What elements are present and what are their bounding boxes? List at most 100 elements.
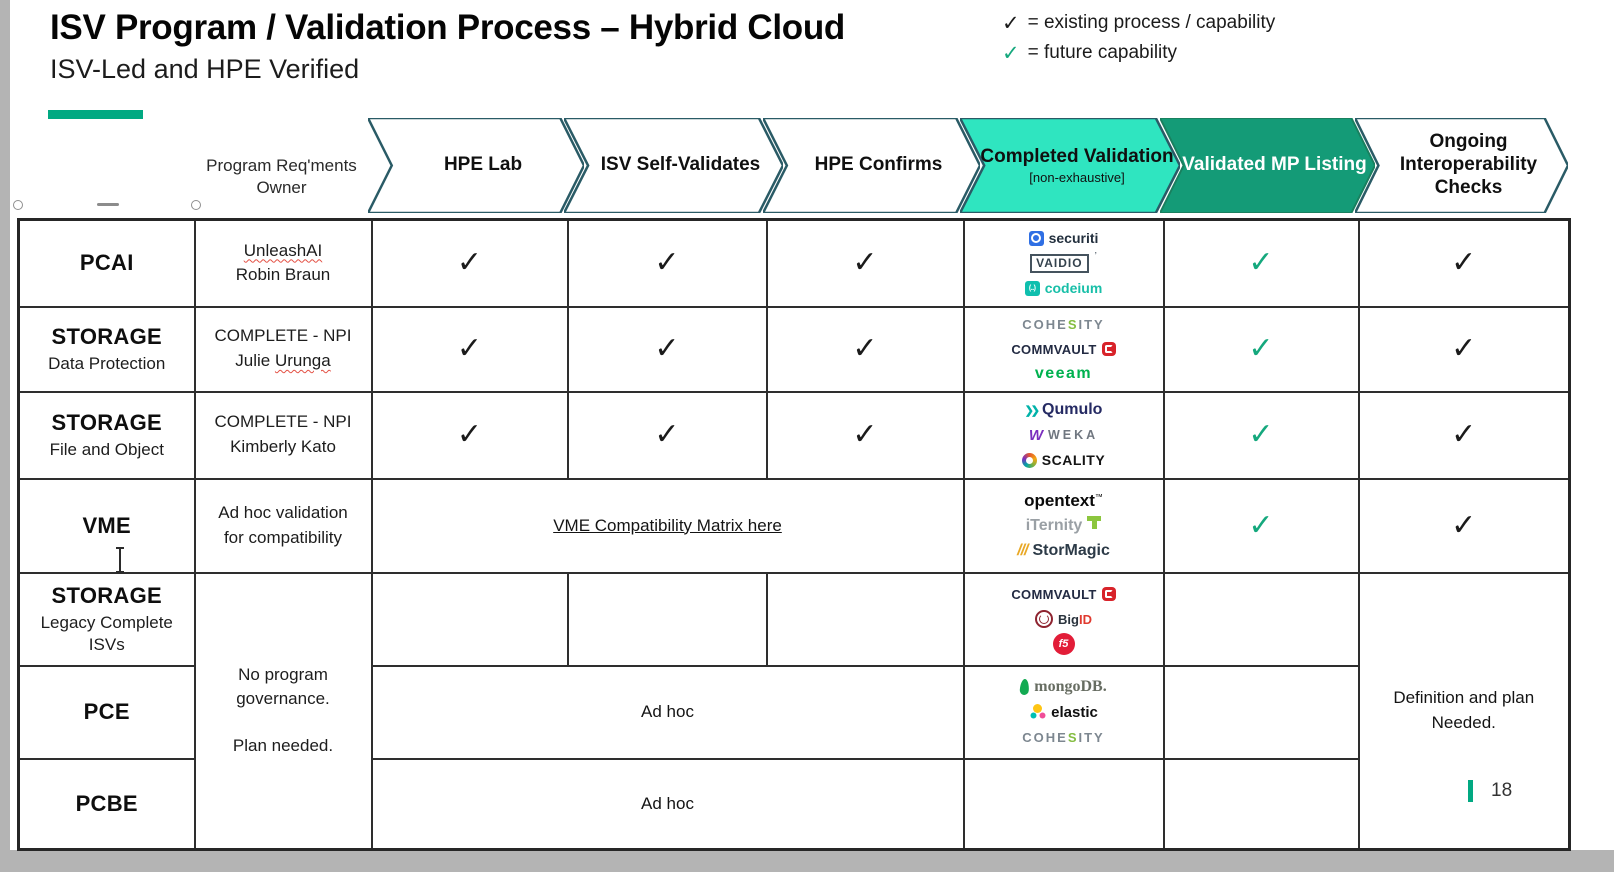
text-cursor-icon [112, 545, 128, 580]
black-check-icon: ✓ [1002, 10, 1020, 35]
owner-cell: Ad hoc validation for compatibility [193, 477, 373, 574]
validated-mp-cell: ✓ [1162, 305, 1360, 393]
hpe-confirms-cell: ✓ [765, 218, 965, 308]
veeam-logo: veeam [1034, 365, 1093, 382]
page-title: ISV Program / Validation Process – Hybri… [50, 8, 846, 47]
iternity-icon [1087, 516, 1102, 529]
cohesity-logo: COHESITY [1022, 316, 1105, 332]
completed-validation-cell: COMMVAULT BigID f5 [962, 571, 1165, 667]
chevron-shape-icon [564, 118, 783, 213]
selection-handle [13, 200, 23, 210]
completed-validation-cell: COHESITY COMMVAULT veeam [962, 305, 1165, 393]
bigid-logo: BigID [967, 607, 1161, 632]
category-label: PCE [83, 699, 130, 724]
ongoing-cell: ✓ [1357, 218, 1571, 308]
vme-compatibility-link[interactable]: VME Compatibility Matrix here [553, 515, 782, 535]
selection-handle [191, 200, 201, 210]
adhoc-cell: Ad hoc [370, 664, 965, 760]
check-icon: ✓ [852, 245, 878, 281]
securiti-icon [1028, 230, 1044, 246]
chevron-shape-icon [763, 118, 980, 213]
check-icon: ✓ [1451, 417, 1477, 452]
owner-line: No program governance. [236, 664, 330, 709]
chevron-isv-self-validates: ISV Self-Validates [564, 118, 783, 213]
table-row-storage-file-object: STORAGE File and Object COMPLETE - NPI K… [17, 390, 1571, 480]
category-label: STORAGE [51, 323, 162, 349]
category-cell: STORAGE File and Object [17, 390, 196, 480]
hpe-lab-cell: ✓ [370, 305, 569, 393]
selection-dash [97, 203, 119, 206]
chevron-hpe-lab: HPE Lab [368, 118, 584, 213]
chevron-hpe-confirms: HPE Confirms [763, 118, 980, 213]
legend-existing: ✓ = existing process / capability [1002, 8, 1275, 38]
iternity-logo: iTernity [967, 513, 1161, 538]
check-icon: ✓ [654, 417, 680, 452]
hpe-lab-cell: ✓ [370, 390, 569, 480]
hpe-lab-cell: ✓ [370, 218, 569, 308]
category-cell: VME [17, 477, 196, 574]
table-row-storage-data-protection: STORAGE Data Protection COMPLETE - NPI J… [17, 305, 1571, 393]
hpe-confirms-cell: ✓ [765, 305, 965, 393]
ongoing-cell: ✓ [1357, 390, 1571, 480]
table-row-storage-legacy: STORAGE Legacy Complete ISVs No program … [17, 571, 1571, 851]
validated-mp-cell: ✓ [1162, 390, 1360, 480]
chevron-label: HPE Confirms [814, 154, 943, 176]
page-number-value: 18 [1491, 780, 1513, 801]
codeium-logo: codeium [967, 276, 1161, 301]
ongoing-merged-cell: Definition and plan Needed. [1357, 571, 1571, 851]
adhoc-label: Ad hoc [641, 702, 694, 721]
securiti-logo: securiti [967, 226, 1161, 251]
adhoc-label: Ad hoc [641, 793, 694, 813]
validated-mp-cell-empty [1162, 571, 1360, 667]
owner-column-header: Program Req'ments Owner [206, 156, 357, 198]
hpe-confirms-cell: ✓ [765, 390, 965, 480]
completed-validation-cell: securiti VAIDIO’ codeium [962, 218, 1165, 308]
legend-future-label: = future capability [1027, 42, 1178, 63]
commvault-icon [1101, 587, 1116, 601]
category-label: STORAGE [51, 583, 162, 609]
mongodb-leaf-icon [1019, 678, 1030, 696]
isv-self-validates-cell: ✓ [566, 305, 768, 393]
page-number-accent-bar [1468, 780, 1473, 802]
owner-line: Plan needed. [232, 736, 334, 756]
chevron-label: Validated MP Listing [1182, 154, 1367, 176]
isv-self-validates-cell: ✓ [566, 390, 768, 480]
chevron-label: Ongoing Interoperability Checks [1399, 131, 1538, 198]
owner-line: Ad hoc validation [218, 502, 348, 522]
category-cell: STORAGE Legacy Complete ISVs [17, 571, 196, 667]
page-number: 18 [1468, 780, 1512, 802]
category-cell: PCE [17, 664, 196, 760]
category-cell: PCAI [17, 218, 196, 308]
check-icon: ✓ [456, 245, 483, 281]
check-icon: ✓ [852, 331, 878, 366]
adhoc-cell: Ad hoc [370, 757, 965, 851]
check-icon: ✓ [1451, 331, 1477, 366]
qumulo-icon [1025, 404, 1037, 417]
hpe-confirms-cell-empty [765, 571, 965, 667]
owner-merged-cell: No program governance. Plan needed. [193, 571, 373, 851]
category-label: PCBE [75, 790, 138, 816]
chevron-ongoing-interoperability: Ongoing Interoperability Checks [1355, 118, 1568, 213]
check-icon: ✓ [852, 417, 878, 452]
check-icon: ✓ [1451, 507, 1477, 543]
vaidio-logo: VAIDIO’ [967, 251, 1161, 276]
ongoing-cell: ✓ [1357, 305, 1571, 393]
chevron-completed-validation: Completed Validation [non-exhaustive] [960, 118, 1180, 213]
table-row-pcbe: PCBE Ad hoc [17, 757, 1570, 851]
owner-line: Robin Braun [235, 265, 331, 285]
cohesity-logo: COHESITY [1022, 729, 1105, 745]
owner-line: Kimberly Kato [230, 437, 336, 456]
chevron-label: ISV Self-Validates [600, 154, 761, 176]
check-icon: ✓ [654, 245, 680, 281]
mongodb-logo: mongoDB. [967, 675, 1161, 700]
completed-validation-cell: opentext™ iTernity StorMagic [962, 477, 1165, 574]
category-label: VME [82, 512, 132, 538]
table-row-pcai: PCAI UnleashAI Robin Braun ✓ ✓ ✓ securit… [17, 218, 1571, 308]
owner-line: COMPLETE - NPI [214, 326, 352, 346]
scality-icon [1021, 452, 1037, 468]
green-check-icon: ✓ [1002, 40, 1020, 65]
qumulo-logo: Qumulo [967, 398, 1161, 423]
owner-line: for compatibility [223, 527, 343, 547]
isv-self-validates-cell: ✓ [566, 218, 768, 308]
